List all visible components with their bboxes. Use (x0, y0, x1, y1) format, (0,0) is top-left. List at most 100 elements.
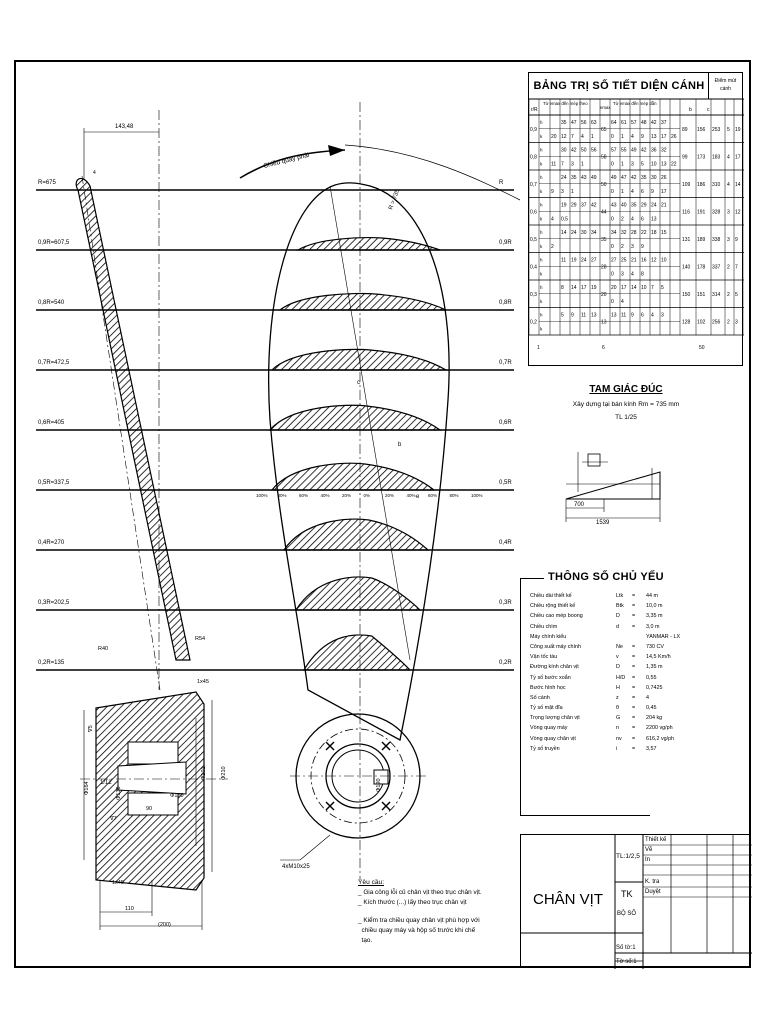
cell-left-k: 7 (571, 134, 574, 140)
note-line: _ Kích thước (...) lấy theo trục chân vị… (358, 899, 467, 906)
cell-c: 191 (697, 210, 706, 216)
param-label: Số cánh (530, 694, 550, 701)
dimension-label: Φ210 (221, 766, 227, 780)
param-value: 3,35 m (646, 613, 663, 620)
hub-section (80, 691, 228, 930)
dimension-label: Φ101 (201, 766, 207, 780)
cell-e: 4 (727, 182, 730, 188)
cell-right-h: 4 (651, 313, 654, 319)
dimension-label: Chiều quay phải (262, 150, 310, 170)
drawing-name: CHÂN VỊT (532, 891, 603, 908)
row-k-label: k (540, 244, 543, 249)
cell-c: 156 (697, 127, 706, 133)
cell-c: 173 (697, 155, 706, 161)
tam-giac-scale: TL 1/25 (615, 414, 637, 421)
param-symbol: H/D (616, 674, 626, 681)
param-value: 616,2 vg/ph (646, 735, 675, 742)
tam-giac-duc: TAM GIÁC ĐÚC Xây dựng tại bán kính Rm = … (536, 384, 716, 421)
param-symbol: G (616, 715, 621, 722)
cell-c: 151 (697, 292, 706, 298)
cell-right-k: 4 (631, 272, 634, 278)
dimension-label: 1x45 (197, 679, 209, 685)
cell-c: 189 (697, 237, 706, 243)
cell-right-h: 55 (621, 148, 627, 154)
row-r-value: 0,6 (530, 209, 537, 215)
cell-b: 140 (682, 265, 691, 271)
cell-right-h: 13 (611, 313, 617, 319)
row-r-value: 0,3 (530, 292, 537, 298)
param-value: 3,0 m (646, 623, 660, 630)
cell-left-h: 14 (571, 285, 577, 291)
param-equals: = (632, 643, 636, 650)
cell-left-k: 2 (551, 244, 554, 250)
cell-left-h: 50 (581, 148, 587, 154)
cell-right-k: 0 (611, 272, 614, 278)
param-equals: = (632, 593, 636, 599)
cell-e: 2 (727, 265, 730, 271)
dimension-label: R54 (195, 636, 205, 642)
drawing-so-to: Số tờ:1 (616, 945, 636, 951)
dimension-label: 90 (146, 806, 152, 812)
cell-right-h: 34 (611, 230, 617, 236)
cell-right-h: 57 (631, 120, 637, 126)
param-value: 10,0 m (646, 603, 663, 610)
cell-right-k: 2 (621, 244, 624, 250)
cell-left-k: 11 (551, 162, 556, 168)
param-label: Máy chính kiểu (530, 633, 567, 640)
cell-left-h: 5 (561, 313, 564, 319)
param-value: 2200 vg/ph (646, 725, 673, 732)
cell-d: 310 (712, 182, 721, 188)
role-thiet-ke: Thiết kế (645, 837, 667, 843)
cell-right-k: 13 (661, 162, 667, 168)
dimension-label: Φ164 (84, 781, 90, 795)
blade-section (270, 348, 449, 371)
param-equals: = (632, 705, 636, 712)
dimension-label: 1x45 (112, 880, 124, 886)
cell-right-k: 17 (661, 189, 667, 195)
row-k-label: k (540, 272, 543, 277)
cell-d: 337 (712, 265, 721, 271)
cell-left-h: 29 (571, 203, 577, 209)
cell-b: 128 (682, 320, 691, 326)
cell-f: 3 (735, 320, 738, 326)
cell-right-k: 4 (631, 217, 634, 223)
cell-left-k: 20 (551, 134, 557, 140)
cell-right-k: 3 (631, 162, 634, 168)
cell-b: 131 (682, 237, 691, 243)
param-value: 0,7425 (646, 684, 663, 691)
role-in: In (645, 857, 651, 863)
radius-label-right: 0,9R (499, 240, 512, 246)
cell-f: 12 (735, 210, 741, 216)
cell-f: 19 (735, 127, 741, 133)
dim-700: 700 (574, 502, 585, 508)
param-equals: = (632, 603, 636, 610)
param-value: 4 (646, 694, 649, 701)
cell-b: 109 (682, 182, 691, 188)
param-label: Đường kính chân vịt (530, 664, 579, 671)
cell-right-h: 14 (631, 285, 637, 291)
cell-c: 186 (697, 182, 706, 188)
cell-right-h: 32 (661, 148, 667, 154)
cell-right-h: 9 (631, 313, 634, 319)
cell-f: 7 (735, 265, 738, 271)
cell-left-h: 9 (571, 313, 574, 319)
param-label: Vận tốc tàu (530, 654, 558, 661)
cell-right-k: 9 (641, 244, 644, 250)
cell-right-h: 3 (661, 313, 664, 319)
row-r-value: 0,5 (530, 237, 537, 243)
cell-right-h: 28 (631, 230, 637, 236)
cell-e: 3 (727, 210, 730, 216)
row-r-value: 0,4 (530, 264, 537, 270)
drawing-bo-so: BỘ SỐ (617, 911, 637, 917)
cell-left-h: 56 (591, 148, 597, 154)
cell-right-h: 6 (641, 313, 644, 319)
cell-right-h: 48 (641, 120, 647, 126)
cell-right-k: 4 (631, 134, 634, 140)
cell-right-k: 13 (651, 217, 657, 223)
param-label: Bước hình học (530, 684, 566, 691)
